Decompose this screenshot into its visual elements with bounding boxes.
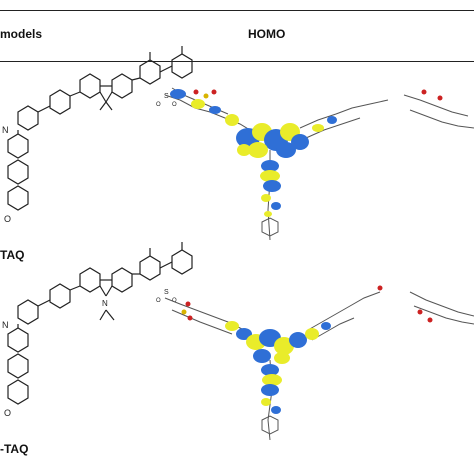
molecule-structure-2: N N S O O <box>2 242 193 418</box>
svg-text:N: N <box>2 125 9 135</box>
row-label-1: TAQ <box>0 248 25 262</box>
svg-text:S: S <box>164 289 169 296</box>
header-homo: HOMO <box>248 27 286 41</box>
header-top-rule <box>0 10 474 11</box>
svg-text:O: O <box>156 102 161 108</box>
header-bottom-rule <box>0 61 474 62</box>
molecule-structure-1: N S O O <box>2 46 193 224</box>
svg-text:N: N <box>102 299 108 308</box>
row-label-2: -TAQ <box>0 442 29 456</box>
lumo-orbital-partial-2 <box>409 291 474 325</box>
svg-text:O: O <box>172 298 177 304</box>
homo-orbital-2 <box>164 285 383 441</box>
svg-text:O: O <box>4 214 11 224</box>
svg-text:O: O <box>4 408 11 418</box>
lumo-orbital-partial-1 <box>403 89 474 129</box>
header-models: models <box>0 27 43 41</box>
svg-text:O: O <box>156 298 161 304</box>
homo-orbital-1 <box>164 87 389 241</box>
svg-text:S: S <box>164 93 169 100</box>
svg-text:N: N <box>2 320 9 330</box>
svg-text:O: O <box>172 102 177 108</box>
